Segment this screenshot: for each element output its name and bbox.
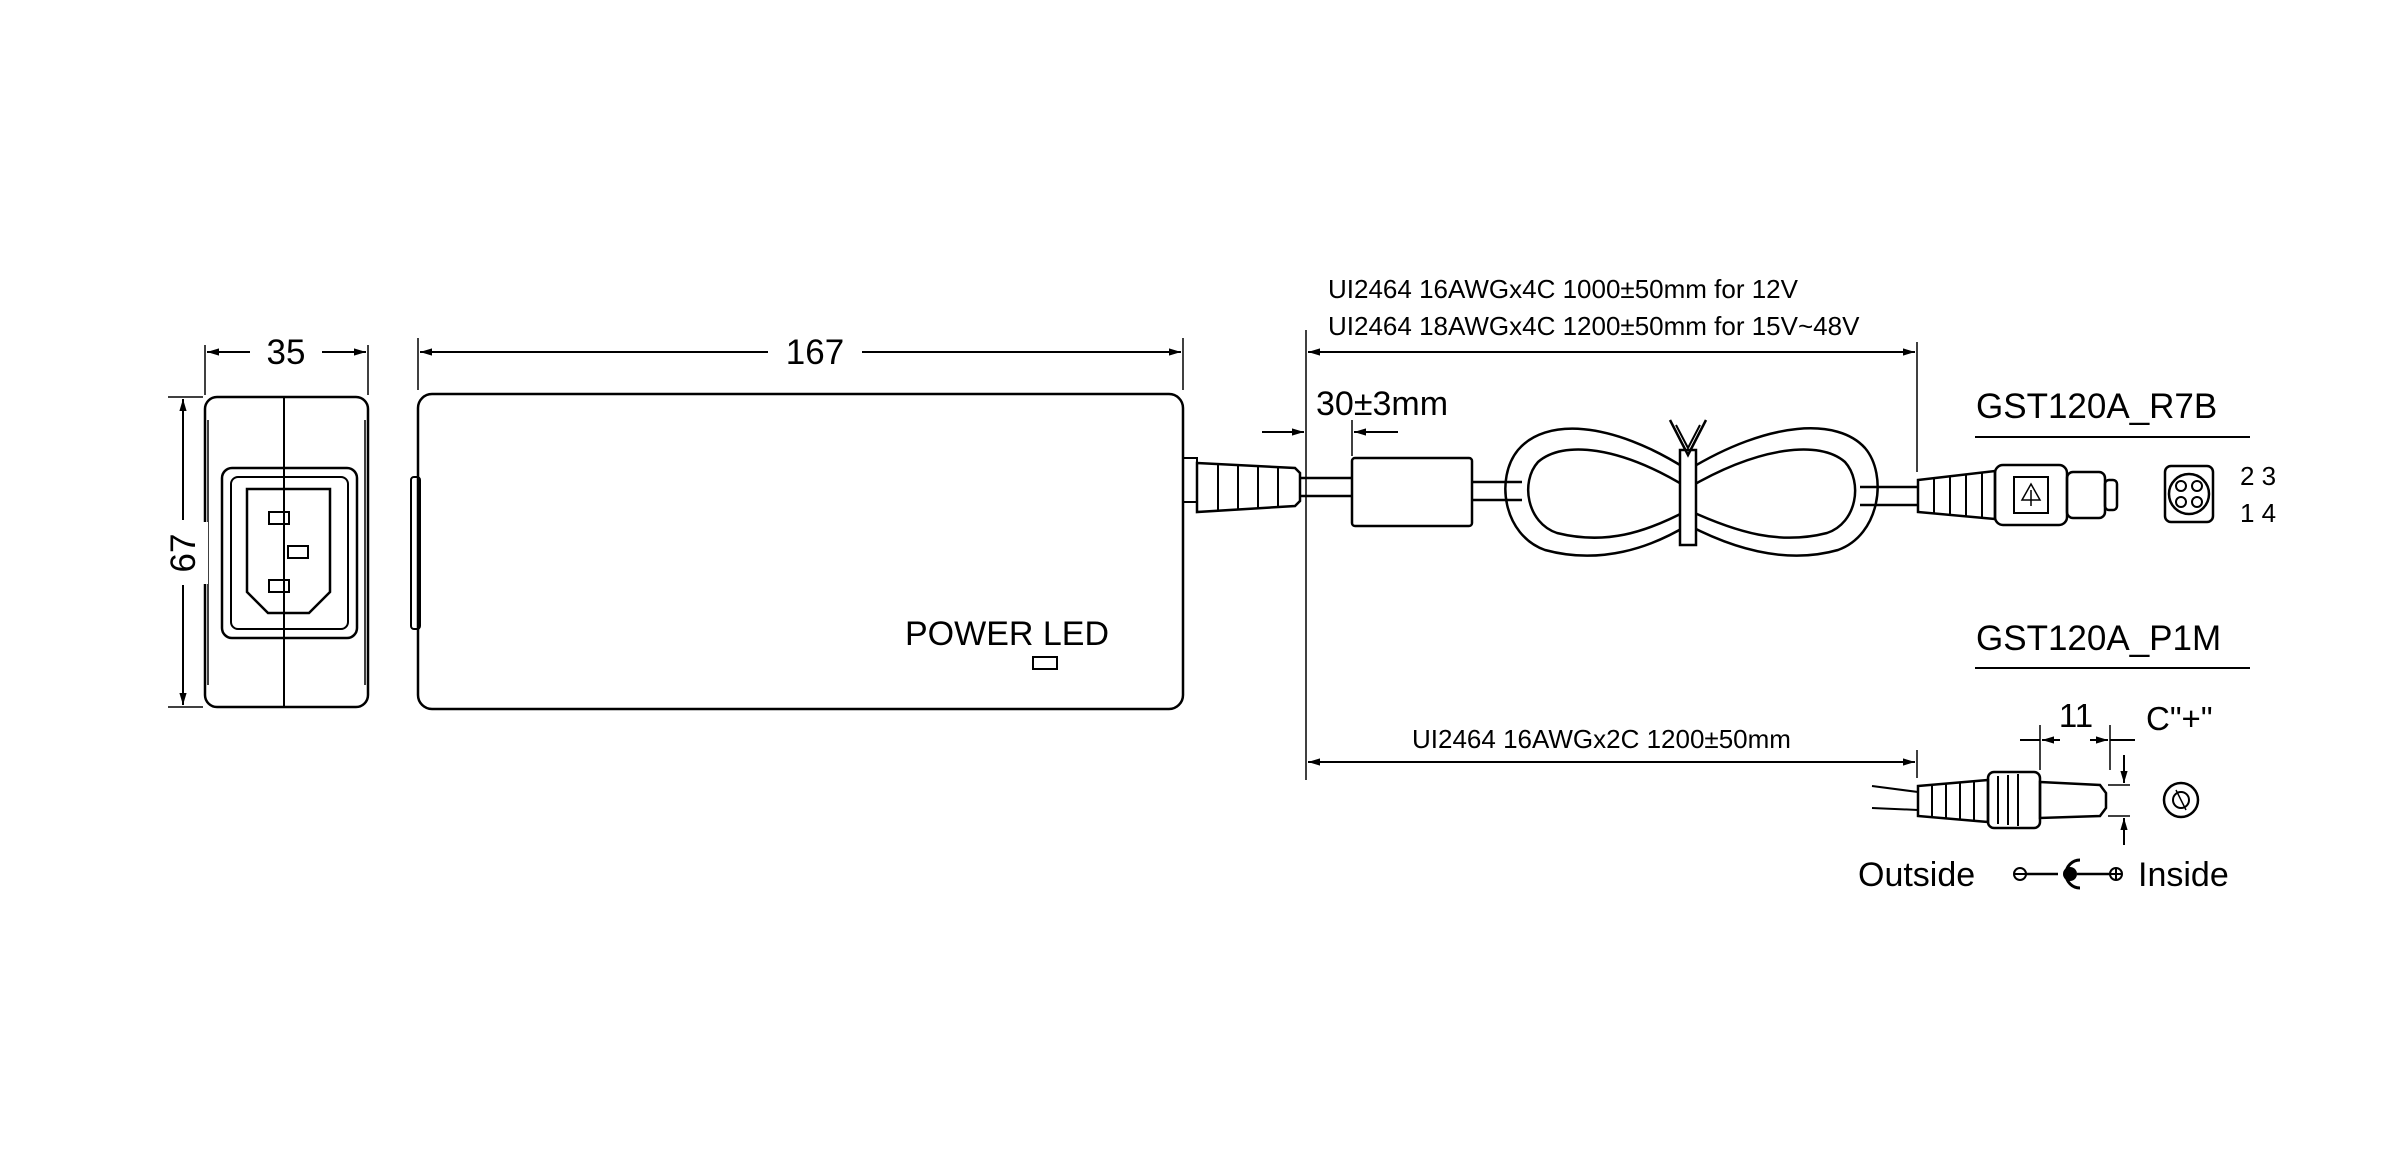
cable-spec-15-48v: UI2464 18AWGx4C 1200±50mm for 15V~48V — [1328, 311, 1860, 341]
output-cable — [1182, 419, 1918, 557]
inside-label: Inside — [2138, 856, 2229, 894]
p1m-model-label: GST120A_P1M — [1976, 619, 2221, 658]
r7b-model-label: GST120A_R7B — [1976, 387, 2217, 426]
connector-r7b — [1916, 463, 2215, 527]
connector-p1m — [1871, 725, 2200, 890]
adapter-body — [416, 392, 1185, 711]
r7b-pin — [2175, 480, 2187, 492]
ferrite-distance-dimension: 30±3mm — [1316, 385, 1448, 423]
cable-tie — [1678, 448, 1698, 547]
strain-relief — [1195, 461, 1302, 514]
side-width-dimension: 35 — [267, 333, 306, 372]
power-led-label: POWER LED — [905, 615, 1109, 653]
body-length-dimension: 167 — [786, 333, 844, 372]
center-polarity-label: C"+" — [2146, 700, 2213, 737]
plus-symbol — [2109, 867, 2123, 881]
r7b-strain-relief — [1916, 469, 1997, 521]
cable-spec-12v: UI2464 16AWGx4C 1000±50mm for 12V — [1328, 274, 1799, 304]
r7b-pin-face — [2163, 464, 2215, 524]
r7b-pin — [2191, 480, 2203, 492]
side-view-body — [203, 395, 370, 709]
p1m-housing — [1986, 770, 2042, 830]
r7b-pin — [2175, 496, 2187, 508]
side-view — [168, 345, 370, 709]
r7b-pin — [2191, 496, 2203, 508]
cable-dimensions — [1262, 330, 1918, 780]
ferrite-core — [1350, 456, 1474, 528]
p1m-end-view — [2162, 781, 2200, 819]
p1m-strain-relief — [1916, 778, 1990, 824]
inlet-pin — [287, 545, 309, 559]
p1m-barrel — [2038, 780, 2108, 820]
ac-inlet — [220, 466, 359, 640]
cable-coil — [1504, 427, 1689, 557]
plug-length-dimension: 11 — [2059, 697, 2093, 734]
r7b-pins-top: 2 3 — [2240, 461, 2276, 491]
inlet-pin — [268, 511, 290, 525]
outside-label: Outside — [1858, 856, 1975, 894]
r7b-pins-bottom: 1 4 — [2240, 498, 2276, 528]
side-height-dimension: 67 — [164, 534, 203, 573]
power-led — [1032, 656, 1058, 670]
inlet-pin — [268, 579, 290, 593]
p1m-cable-spec: UI2464 16AWGx2C 1200±50mm — [1412, 724, 1791, 754]
top-view — [410, 338, 1185, 711]
